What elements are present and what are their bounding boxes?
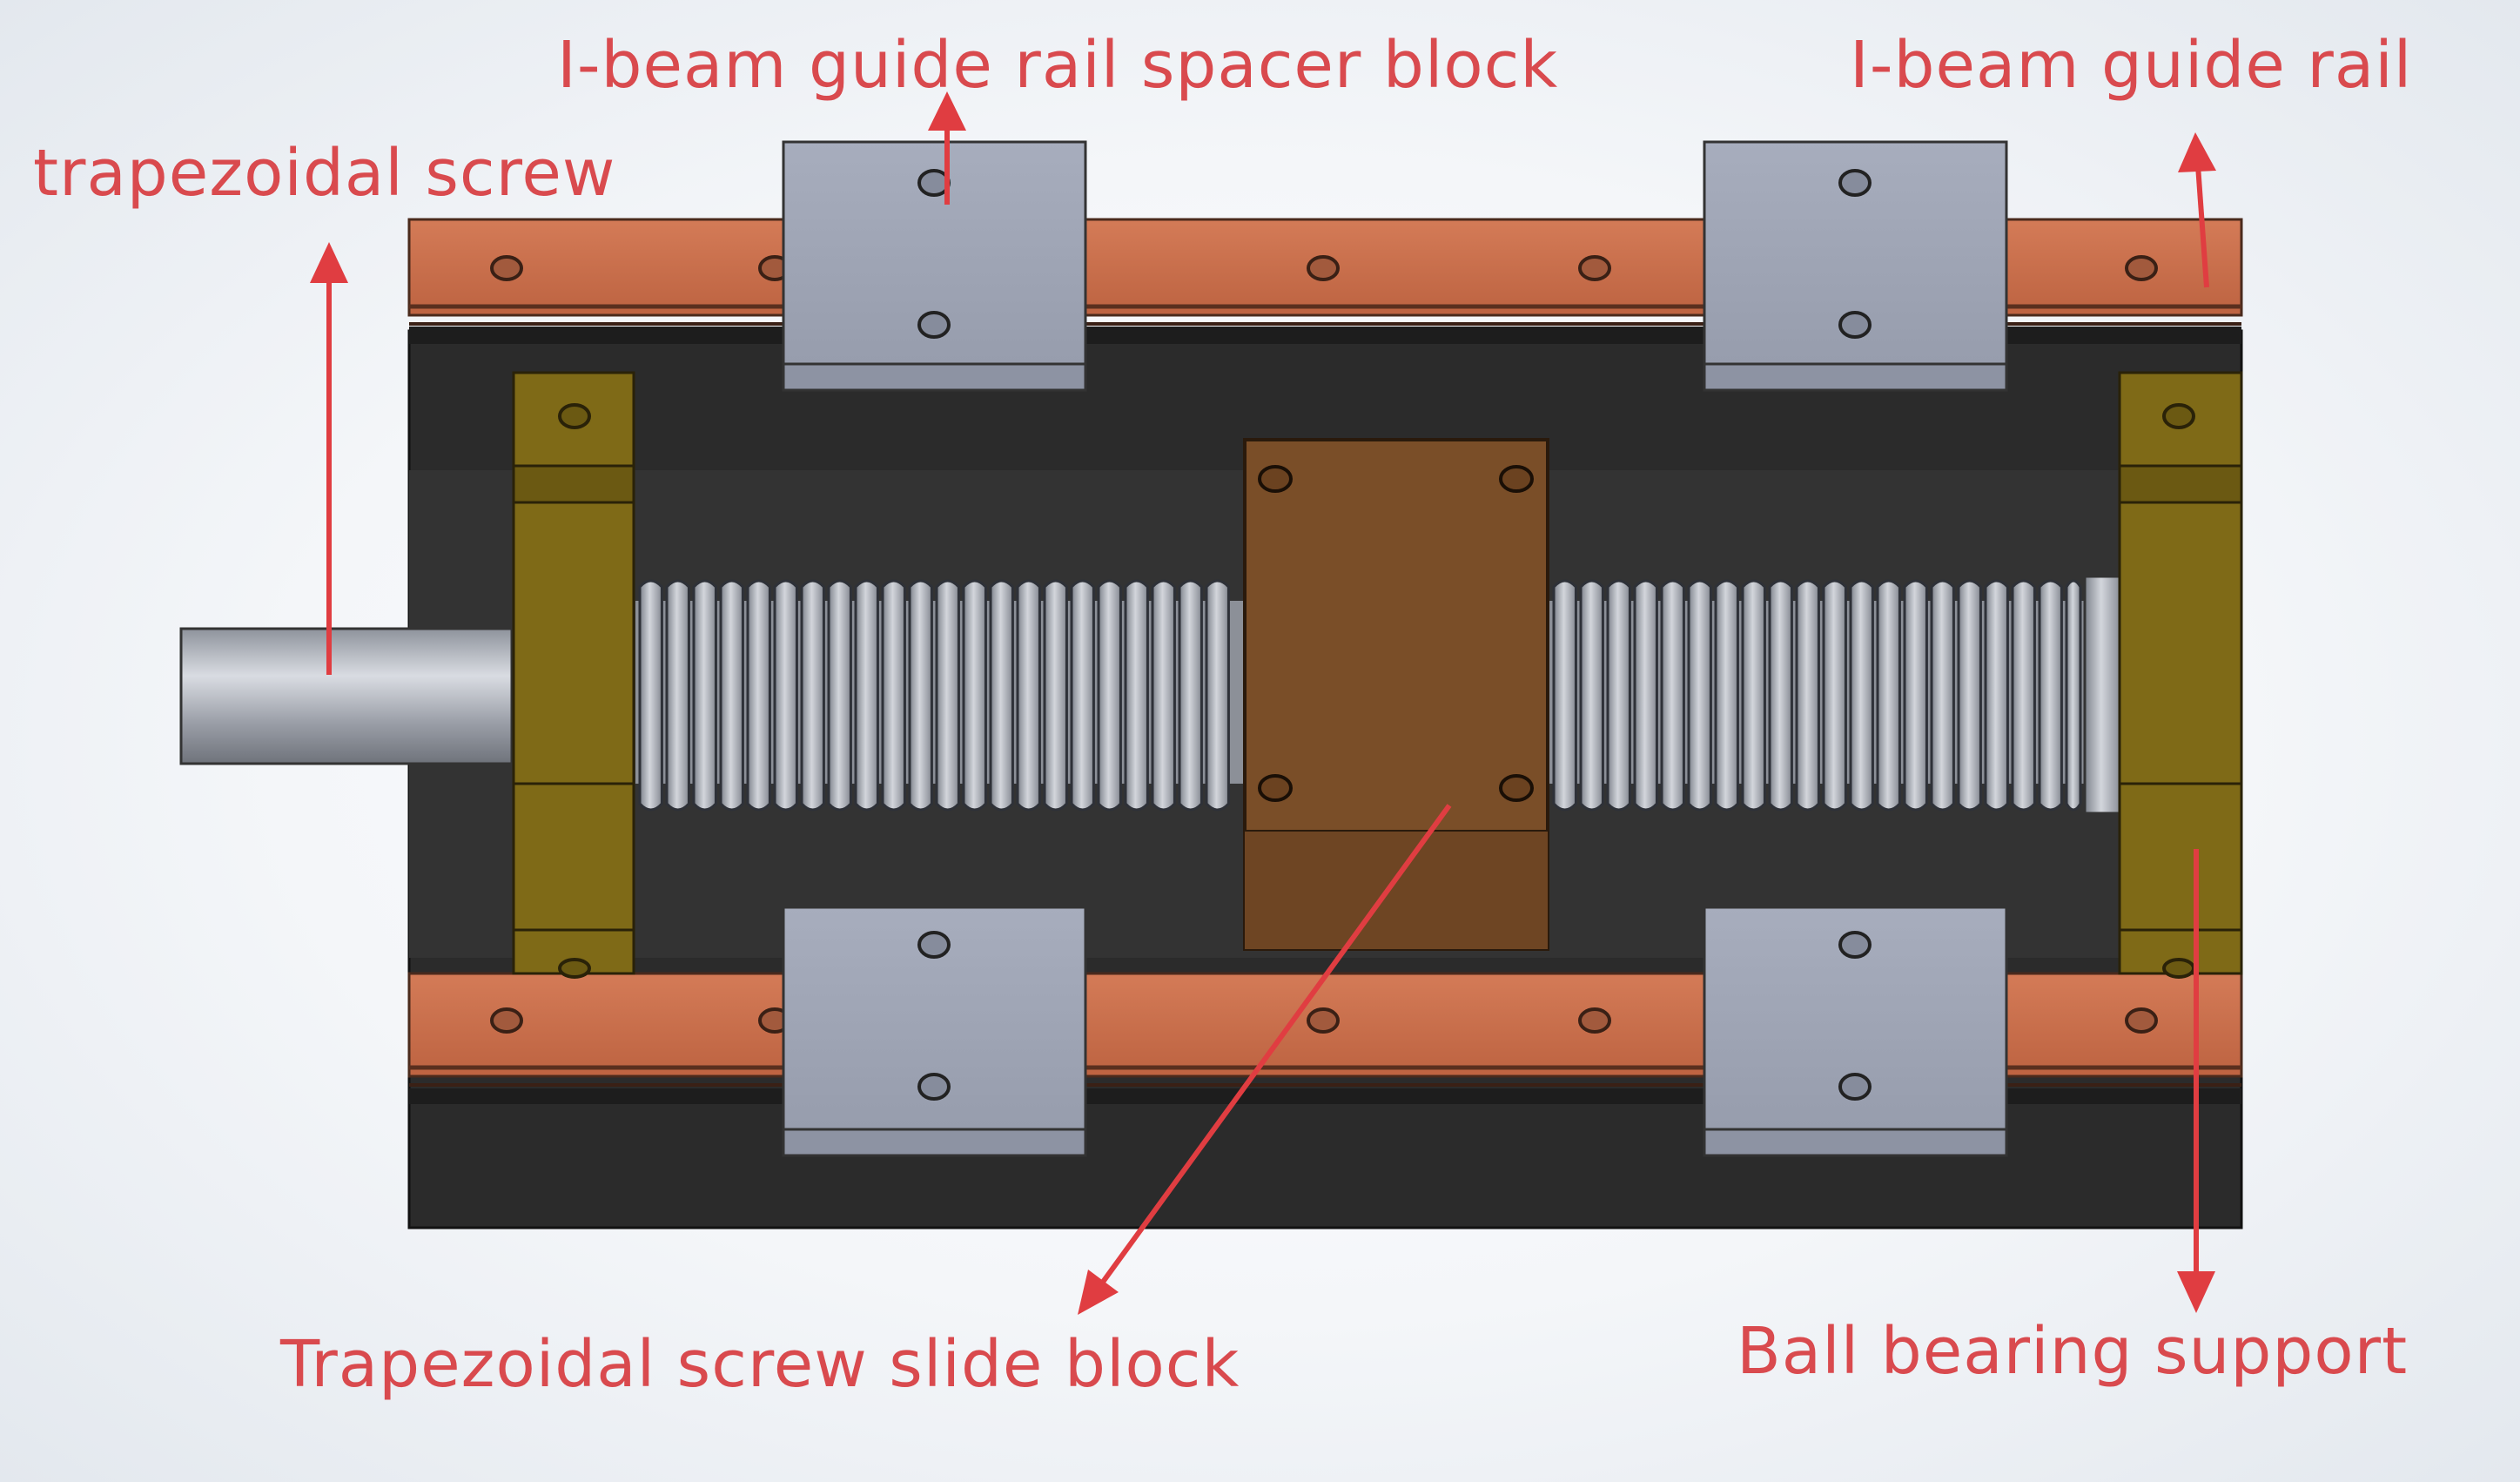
screw-thread-ridge — [1070, 579, 1095, 812]
screw-thread-ridge — [1205, 579, 1230, 812]
screw-thread-ridge — [908, 579, 933, 812]
label-guide-rail: I-beam guide rail — [1850, 28, 2413, 103]
screw-thread-ridge — [1552, 579, 1577, 812]
screw-thread-ridge — [1849, 579, 1874, 812]
left-bearing-support — [512, 371, 635, 979]
label-bearing-support: Ball bearing support — [1737, 1314, 2409, 1389]
screw-thread-ridge — [665, 579, 690, 812]
screw-thread-ridge — [962, 579, 987, 812]
screw-thread-ridge — [1741, 579, 1766, 812]
screw-thread-ridge — [800, 579, 825, 812]
screw-thread-ridge — [719, 579, 744, 812]
screw-thread-ridge — [1984, 579, 2009, 812]
screw-thread-ridge — [1822, 579, 1847, 812]
spacer-block-bottom-left — [782, 906, 1087, 1157]
screw-thread-ridge — [1097, 579, 1122, 812]
screw-thread-ridge — [989, 579, 1014, 812]
arrow-guide-rail — [2178, 132, 2216, 288]
screw-thread-ridge — [1876, 579, 1901, 812]
arrow-slide-block — [1078, 804, 1452, 1315]
arrow-screw — [310, 242, 348, 675]
screw-thread-ridge — [1930, 579, 1955, 812]
screw-thread-ridge — [1151, 579, 1176, 812]
screw-thread-ridge — [881, 579, 906, 812]
screw-thread-ridge — [692, 579, 717, 812]
screw-thread-ridge — [2065, 579, 2082, 812]
screw-thread-ridge — [1633, 579, 1658, 812]
slide-block — [1243, 438, 1549, 951]
label-slide-block: Trapezoidal screw slide block — [280, 1327, 1240, 1402]
screw-thread-ridge — [1124, 579, 1149, 812]
screw-thread-ridge — [773, 579, 798, 812]
screw-thread-ridge — [638, 579, 663, 812]
label-spacer-block: I-beam guide rail spacer block — [557, 28, 1559, 103]
screw-thread-ridge — [1606, 579, 1631, 812]
screw-thread-ridge — [2011, 579, 2036, 812]
spacer-block-bottom-right — [1703, 906, 2008, 1157]
screw-thread-ridge — [935, 579, 960, 812]
arrow-spacer-block — [928, 91, 966, 205]
screw-thread-ridge — [1795, 579, 1820, 812]
right-bearing-support — [2118, 371, 2243, 979]
screw-thread-ridge — [827, 579, 852, 812]
screw-thread-ridge — [1660, 579, 1685, 812]
screw-thread-ridge — [1903, 579, 1928, 812]
screw-thread-ridge — [2038, 579, 2063, 812]
screw-thread-ridge — [1016, 579, 1041, 812]
arrow-bearing-support — [2177, 849, 2215, 1313]
screw-thread-ridge — [1043, 579, 1068, 812]
screw-thread-ridge — [746, 579, 771, 812]
screw-thread-ridge — [1178, 579, 1203, 812]
screw-threads — [638, 579, 2082, 812]
screw-end-cap — [2083, 575, 2123, 815]
spacer-block-top-left — [782, 140, 1087, 392]
screw-thread-ridge — [1957, 579, 1982, 812]
screw-thread-ridge — [1687, 579, 1712, 812]
screw-thread-ridge — [854, 579, 879, 812]
drive-shaft — [179, 627, 514, 765]
screw-thread-ridge — [1714, 579, 1739, 812]
label-trapezoidal-screw: trapezoidal screw — [33, 136, 616, 211]
screw-thread-ridge — [1768, 579, 1793, 812]
spacer-block-top-right — [1703, 140, 2008, 392]
screw-thread-ridge — [1579, 579, 1604, 812]
